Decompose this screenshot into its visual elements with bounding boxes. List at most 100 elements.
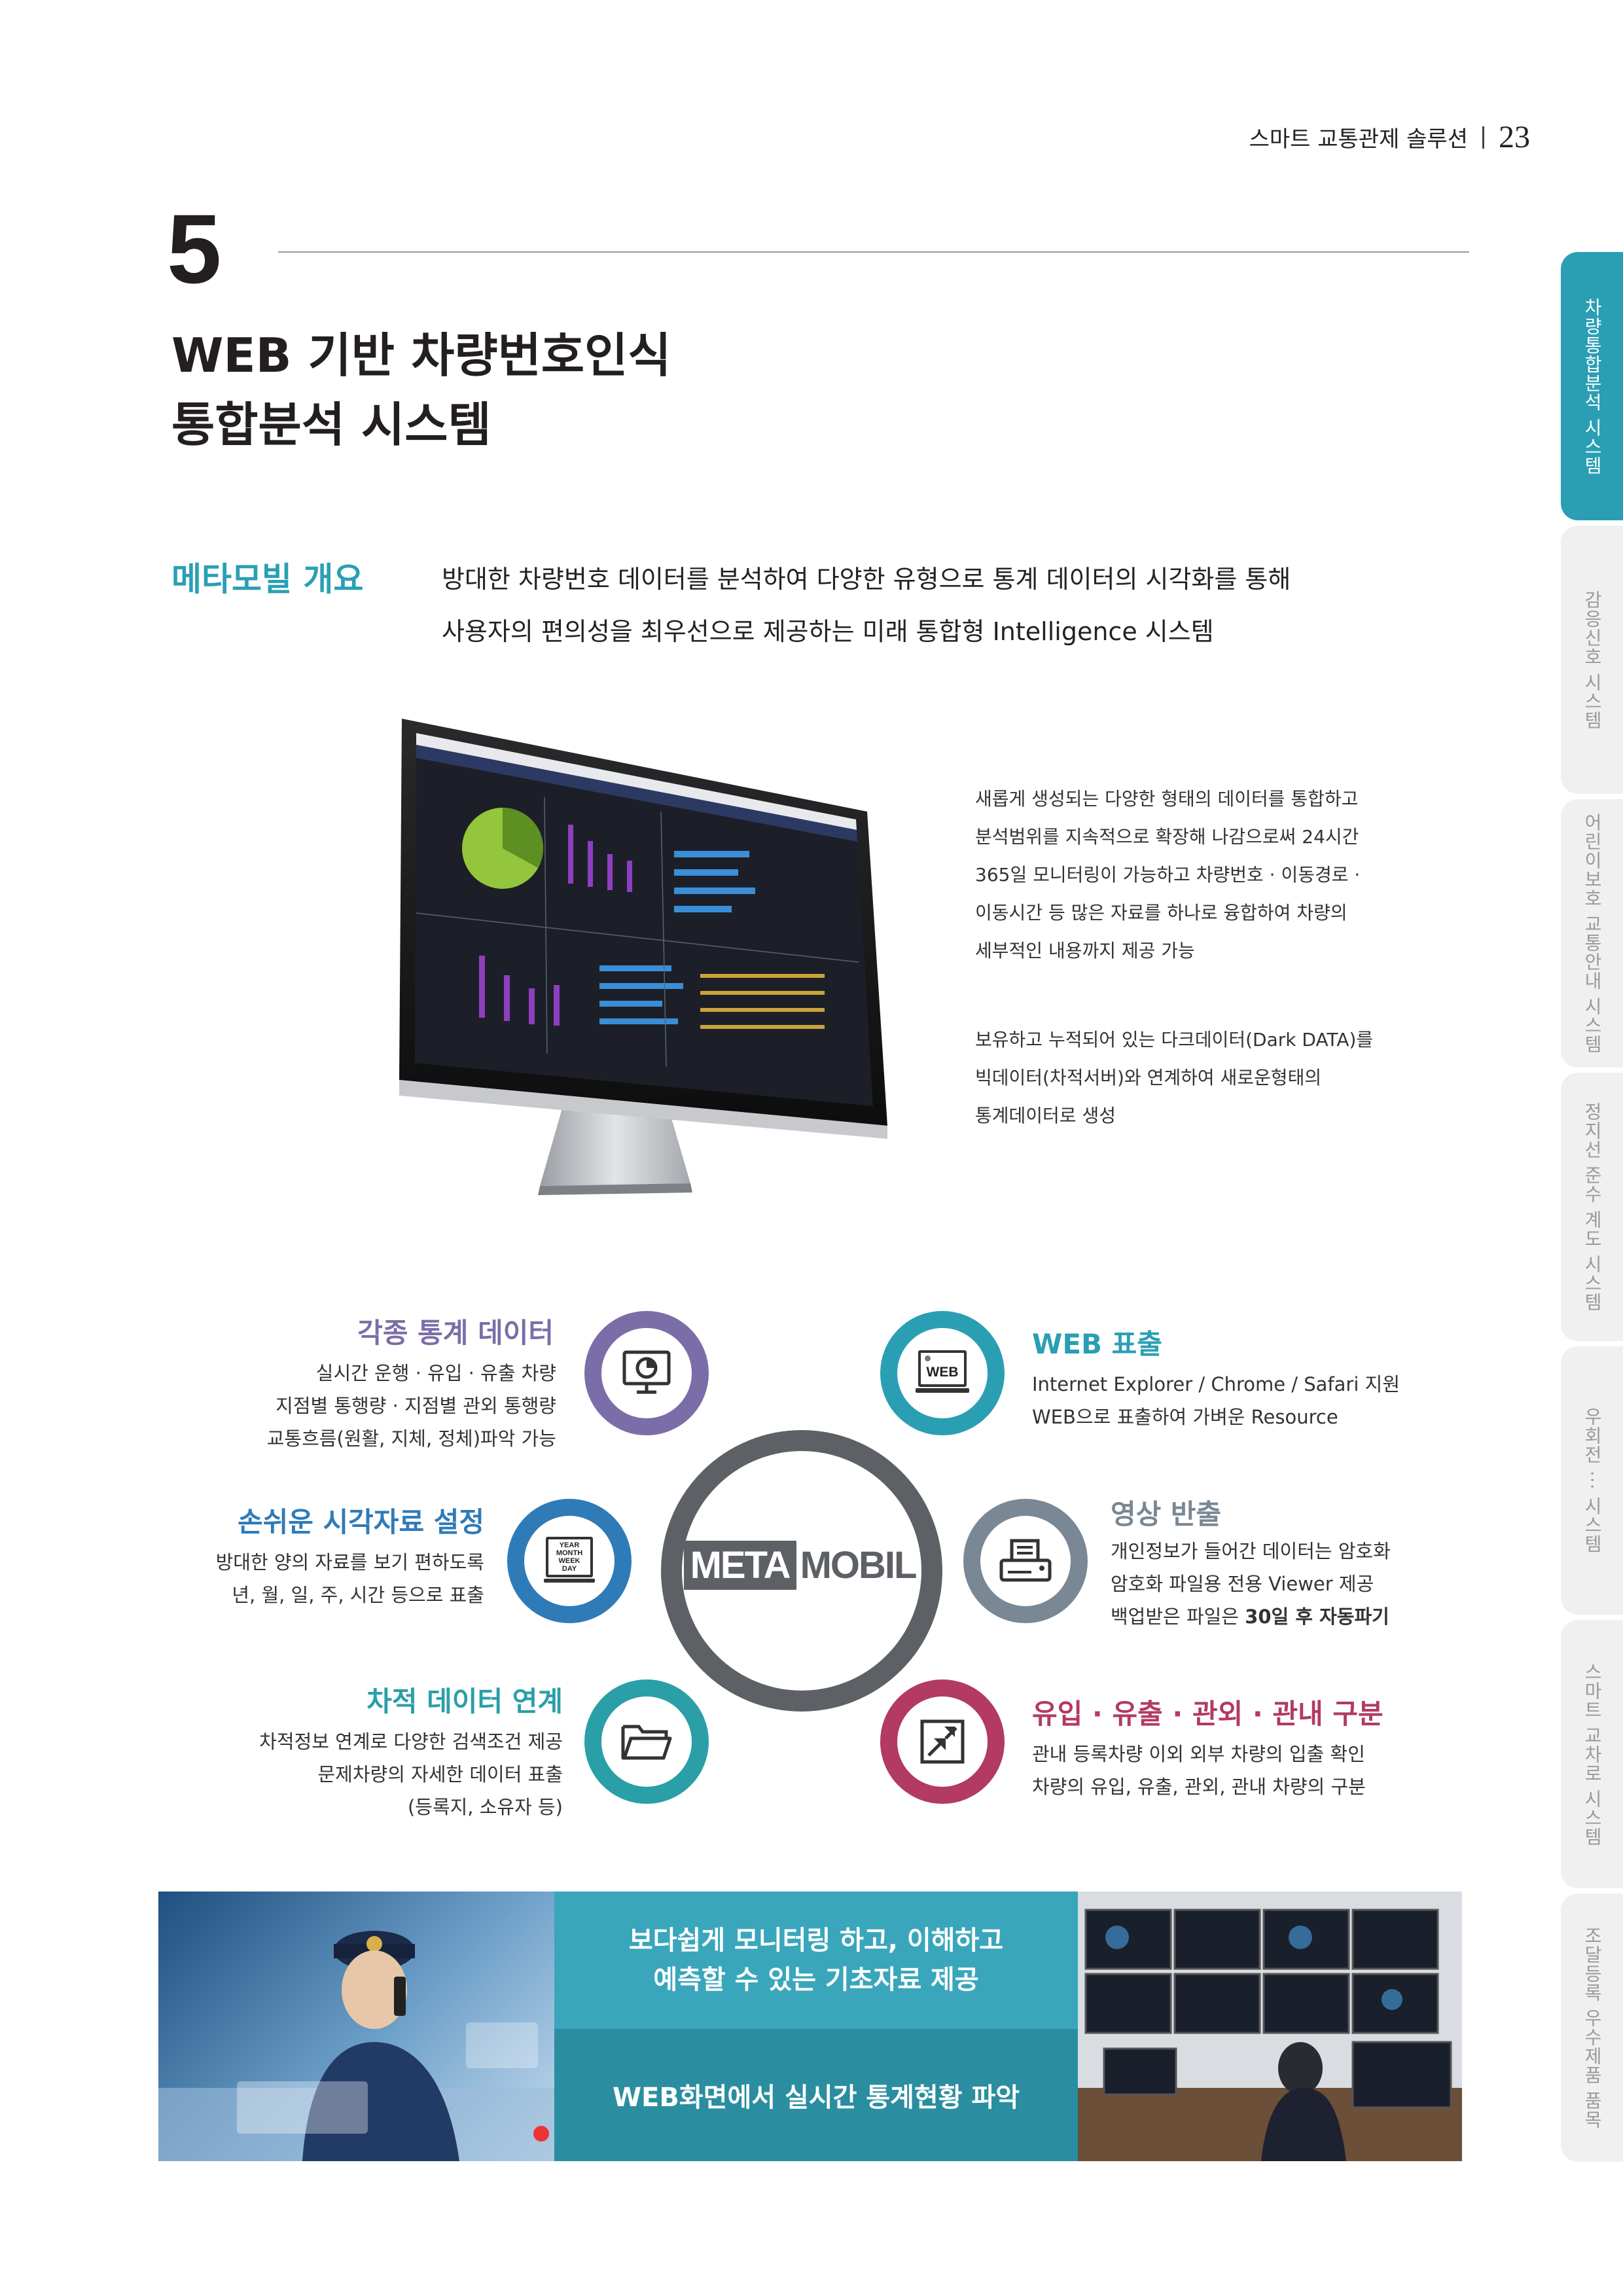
banner-line: 보다쉽게 모니터링 하고, 이해하고	[628, 1926, 1004, 1956]
side-tab-label: 정지선 준수 계도 시스템	[1581, 1102, 1603, 1312]
feature-line-text: 백업받은 파일은	[1111, 1605, 1245, 1628]
feature-line: 관내 등록차량 이외 외부 차량의 입출 확인	[1032, 1743, 1365, 1765]
visual-feature-title: 손쉬운 시각자료 설정	[237, 1506, 484, 1538]
stats-feature-title: 각종 통계 데이터	[357, 1317, 554, 1349]
video-feature-description: 개인정보가 들어간 데이터는 암호화 암호화 파일용 전용 Viewer 제공 …	[1111, 1535, 1451, 1633]
inout-feature-description: 관내 등록차량 이외 외부 차량의 입출 확인 차량의 유입, 유출, 관외, …	[1032, 1738, 1438, 1803]
inout-feature-title: 유입 · 유출 · 관외 · 관내 구분	[1032, 1698, 1383, 1730]
logo-part-mobil: MOBIL	[800, 1543, 918, 1587]
officer-illustration	[158, 1931, 554, 2161]
desc-line: 세부적인 내용까지 제공 가능	[975, 940, 1195, 961]
icon-word: DAY	[562, 1565, 577, 1573]
officer-photo	[158, 1892, 554, 2161]
calendar-laptop-icon: YEAR MONTH WEEK DAY	[544, 1537, 595, 1585]
desc-line: 분석범위를 지속적으로 확장해 나감으로써 24시간	[975, 826, 1359, 848]
web-icon-label: WEB	[926, 1365, 959, 1380]
feature-line: 차량의 유입, 유출, 관외, 관내 차량의 구분	[1032, 1776, 1366, 1798]
web-feature-icon-ring: WEB	[880, 1311, 1005, 1435]
desc-line: 빅데이터(차적서버)와 연계하여 새로운형태의	[975, 1067, 1322, 1088]
visual-feature-icon-ring: YEAR MONTH WEEK DAY	[507, 1499, 632, 1623]
desc-line: 보유하고 누적되어 있는 다크데이터(Dark DATA)를	[975, 1029, 1374, 1050]
web-laptop-icon: WEB	[916, 1350, 969, 1396]
side-tab-label: 우회전 ··· 시스템	[1581, 1407, 1603, 1554]
stats-feature-description: 실시간 운행 · 유입 · 유출 차량 지점별 통행량 · 지점별 관외 통행량…	[223, 1357, 556, 1455]
feature-line: 교통흐름(원활, 지체, 정체)파악 가능	[266, 1427, 556, 1450]
banner-text-panel: 보다쉽게 모니터링 하고, 이해하고 예측할 수 있는 기초자료 제공 WEB화…	[554, 1892, 1078, 2161]
dashboard-hbars	[599, 851, 755, 1024]
chapter-number: 5	[167, 194, 222, 304]
banner-top-text: 보다쉽게 모니터링 하고, 이해하고 예측할 수 있는 기초자료 제공	[554, 1892, 1078, 2029]
feature-line: 문제차량의 자세한 데이터 표출	[317, 1763, 563, 1785]
bottom-banner: 보다쉽게 모니터링 하고, 이해하고 예측할 수 있는 기초자료 제공 WEB화…	[158, 1892, 1462, 2161]
overview-title: 메타모빌 개요	[171, 560, 364, 598]
logo-part-meta: META	[683, 1540, 796, 1590]
vehicle-feature-description: 차적정보 연계로 다양한 검색조건 제공 문제차량의 자세한 데이터 표출 (등…	[209, 1725, 563, 1823]
side-tab-vehicle-analysis[interactable]: 차량통합분석 시스템	[1561, 252, 1623, 520]
page-title-line2: 통합분석 시스템	[171, 397, 491, 452]
visual-feature-description: 방대한 양의 자료를 보기 편하도록 년, 월, 일, 주, 시간 등으로 표출	[177, 1546, 484, 1611]
chapter-divider	[278, 251, 1469, 253]
desc-line: 365일 모니터링이 가능하고 차량번호 · 이동경로 ·	[975, 864, 1361, 886]
overview-desc-line1: 방대한 차량번호 데이터를 분석하여 다양한 유형으로 통계 데이터의 시각화를…	[442, 565, 1291, 594]
feature-line: 방대한 양의 자료를 보기 편하도록	[215, 1551, 484, 1573]
feature-line: 백업받은 파일은 30일 후 자동파기	[1111, 1600, 1451, 1633]
side-tab-right-turn[interactable]: 우회전 ··· 시스템	[1561, 1346, 1623, 1615]
header-separator	[1482, 126, 1484, 149]
dashboard-grid	[416, 797, 859, 1067]
feature-line: Internet Explorer / Chrome / Safari 지원	[1032, 1373, 1400, 1395]
control-room-photo	[1078, 1892, 1462, 2161]
side-tab-actuated-signal[interactable]: 감응신호 시스템	[1561, 526, 1623, 794]
description-paragraph-1: 새롭게 생성되는 다양한 형태의 데이터를 통합하고 분석범위를 지속적으로 확…	[975, 780, 1360, 970]
desc-line: 통계데이터로 생성	[975, 1105, 1116, 1126]
icon-word: YEAR	[559, 1541, 580, 1549]
dashboard-table	[700, 974, 825, 1029]
feature-line: 암호화 파일용 전용 Viewer 제공	[1111, 1573, 1374, 1595]
vehicle-feature-icon-ring	[584, 1679, 709, 1804]
inout-feature-icon-ring	[880, 1679, 1005, 1804]
feature-line: 차적정보 연계로 다양한 검색조건 제공	[259, 1731, 563, 1753]
header-title: 스마트 교통관제 솔루션	[1249, 126, 1468, 152]
feature-line: WEB으로 표출하여 가벼운 Resource	[1032, 1406, 1338, 1428]
page-number: 23	[1499, 120, 1530, 154]
video-feature-title: 영상 반출	[1111, 1498, 1222, 1530]
description-paragraph-2: 보유하고 누적되어 있는 다크데이터(Dark DATA)를 빅데이터(차적서버…	[975, 1021, 1373, 1135]
dashboard-pie-icon	[462, 808, 543, 889]
feature-line: 지점별 통행량 · 지점별 관외 통행량	[276, 1395, 556, 1417]
feature-line-emphasis: 30일 후 자동파기	[1245, 1605, 1389, 1628]
side-tab-label: 차량통합분석 시스템	[1581, 297, 1603, 475]
feature-line: (등록지, 소유자 등)	[407, 1796, 563, 1818]
pie-chart-monitor-icon	[622, 1350, 671, 1394]
printer-icon	[999, 1539, 1052, 1582]
side-tab-smart-intersection[interactable]: 스마트 교차로 시스템	[1561, 1620, 1623, 1888]
desc-line: 이동시간 등 많은 자료를 하나로 융합하여 차량의	[975, 902, 1347, 924]
video-feature-icon-ring	[963, 1499, 1088, 1623]
side-tab-child-protection[interactable]: 어린이보호 교통안내 시스템	[1561, 799, 1623, 1067]
feature-line: 개인정보가 들어간 데이터는 암호화	[1111, 1540, 1391, 1562]
feature-line: 년, 월, 일, 주, 시간 등으로 표출	[232, 1584, 484, 1606]
control-room-illustration	[1078, 1892, 1462, 2161]
folder-icon	[621, 1725, 672, 1760]
side-tab-label: 조달등록 우수제품 품목	[1581, 1926, 1603, 2129]
banner-bottom-text: WEB화면에서 실시간 통계현황 파악	[554, 2029, 1078, 2161]
side-tab-label: 어린이보호 교통안내 시스템	[1581, 813, 1603, 1054]
web-feature-title: WEB 표출	[1032, 1328, 1162, 1360]
banner-line: 예측할 수 있는 기초자료 제공	[653, 1965, 979, 1995]
side-tab-label: 스마트 교차로 시스템	[1581, 1662, 1603, 1846]
side-tab-label: 감응신호 시스템	[1581, 590, 1603, 730]
overview-description: 방대한 차량번호 데이터를 분석하여 다양한 유형으로 통계 데이터의 시각화를…	[442, 553, 1291, 658]
desc-line: 새롭게 생성되는 다양한 형태의 데이터를 통합하고	[975, 788, 1359, 810]
page-header: 스마트 교통관제 솔루션 23	[1249, 119, 1530, 155]
side-tab-procurement[interactable]: 조달등록 우수제품 품목	[1561, 1893, 1623, 2162]
dashboard-bars	[479, 825, 632, 1026]
overview-desc-line2: 사용자의 편의성을 최우선으로 제공하는 미래 통합형 Intelligence…	[442, 617, 1214, 646]
feature-line: 실시간 운행 · 유입 · 유출 차량	[315, 1362, 556, 1384]
web-feature-description: Internet Explorer / Chrome / Safari 지원 W…	[1032, 1368, 1438, 1433]
vehicle-feature-title: 차적 데이터 연계	[366, 1685, 563, 1717]
monitor-illustration	[399, 719, 887, 1195]
in-out-arrows-icon	[920, 1719, 965, 1764]
page-title: WEB 기반 차량번호인식 통합분석 시스템	[171, 321, 671, 459]
stats-feature-icon-ring	[584, 1311, 709, 1435]
side-tab-stop-line[interactable]: 정지선 준수 계도 시스템	[1561, 1073, 1623, 1341]
icon-word: MONTH	[556, 1549, 583, 1557]
